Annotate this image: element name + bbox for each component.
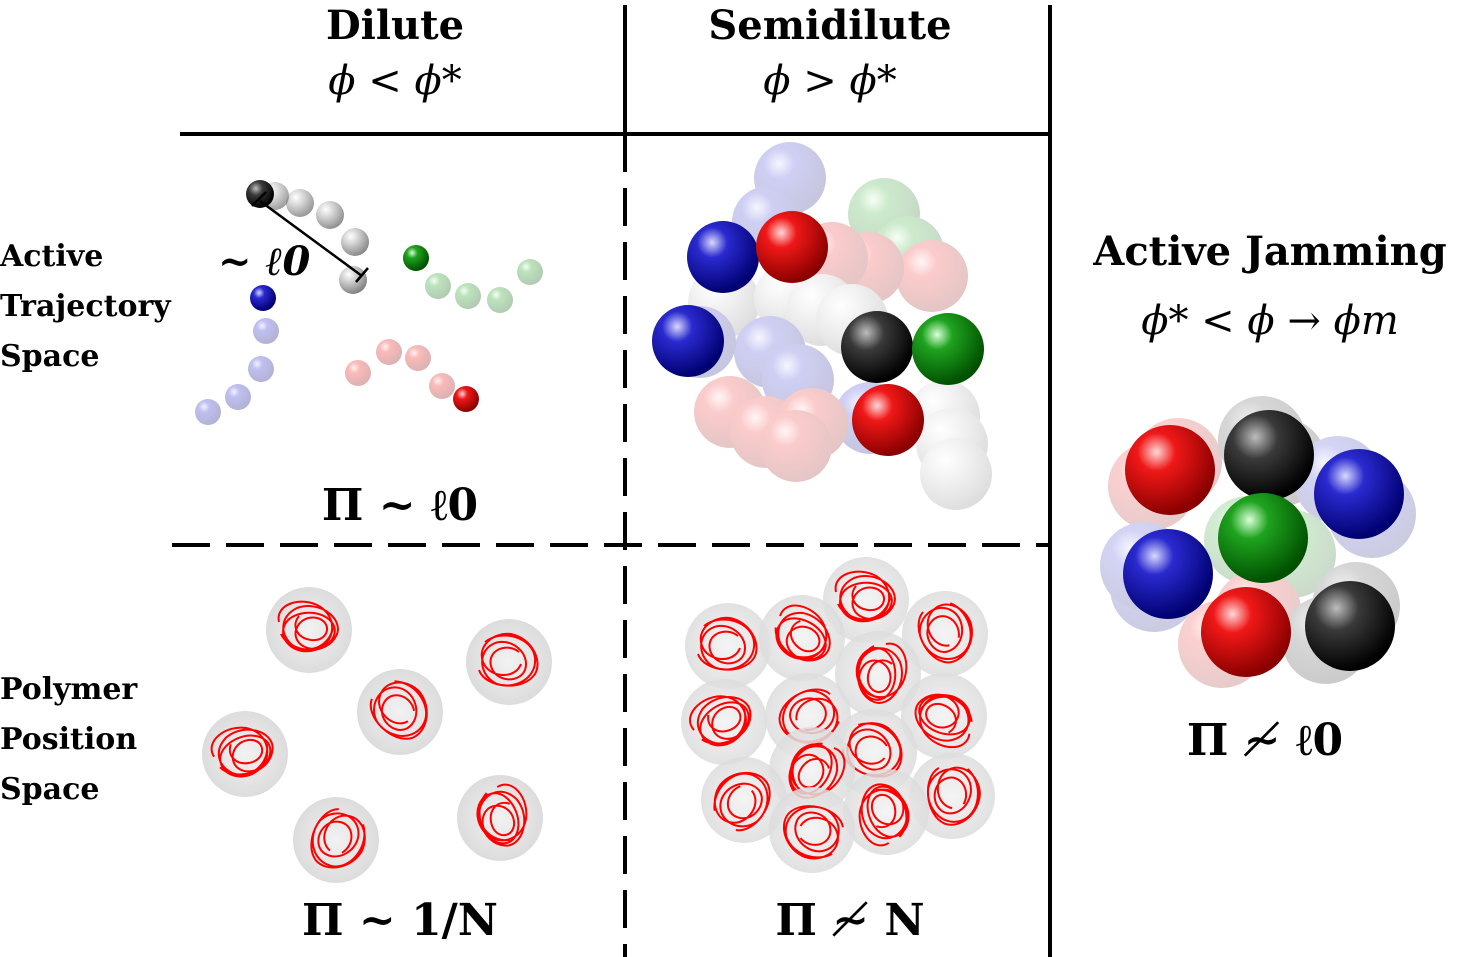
dilute-title: Dilute — [325, 2, 465, 49]
green-sphere — [912, 313, 984, 385]
semidilute-title: Semidilute — [708, 2, 952, 49]
row-label-polymer-line: Position — [0, 722, 138, 757]
red-particle — [453, 386, 479, 412]
green-sphere — [1218, 493, 1308, 583]
gray-trajectory — [246, 180, 369, 294]
black-sphere — [841, 311, 913, 383]
blue-particle — [250, 285, 276, 311]
semidilute-polymer-coils — [681, 557, 995, 873]
dilute-active-trajectories — [195, 180, 543, 425]
blue-sphere — [1123, 529, 1213, 619]
pi-dilute-active: Π ~ ℓ0 — [321, 480, 479, 531]
run-length-label: ~ ℓ0 — [218, 238, 311, 285]
row-label-polymer-line: Polymer — [0, 672, 138, 707]
dilute-condition: ϕ < ϕ* — [328, 58, 462, 104]
pi-dilute-polymer: Π ~ 1/N — [302, 895, 498, 946]
red-sphere — [852, 384, 924, 456]
semidilute-active-cluster — [652, 142, 992, 510]
pi-jamming: Π ≁ ℓ0 — [1186, 715, 1344, 766]
pi-semidilute-polymer: Π ≁ N — [775, 895, 925, 946]
row-label-active: Active Trajectory Space — [0, 232, 171, 382]
row-label-active-line: Active — [0, 239, 104, 274]
blue-sphere — [652, 305, 724, 377]
row-label-polymer: Polymer Position Space — [0, 665, 137, 815]
jamming-condition: ϕ* < ϕ → ϕm — [1141, 298, 1399, 344]
grid-lines — [172, 5, 1052, 957]
dilute-polymer-coils — [202, 587, 552, 883]
black-sphere — [1224, 410, 1314, 500]
green-particle — [403, 245, 429, 271]
run-length-marker — [251, 191, 369, 283]
green-trajectory — [403, 245, 543, 313]
red-sphere — [1125, 425, 1215, 515]
red-sphere — [756, 211, 828, 283]
jamming-title: Active Jamming — [1093, 228, 1447, 275]
row-label-polymer-line: Space — [0, 772, 100, 807]
black-particle — [246, 180, 274, 208]
blue-sphere — [687, 221, 759, 293]
black-sphere — [1305, 581, 1395, 671]
blue-sphere — [1314, 449, 1404, 539]
row-label-active-line: Space — [0, 339, 100, 374]
jamming-cluster — [1100, 396, 1416, 688]
semidilute-condition: ϕ > ϕ* — [763, 58, 897, 104]
red-sphere — [1201, 587, 1291, 677]
red-trajectory — [345, 339, 479, 412]
row-label-active-line: Trajectory — [0, 289, 171, 324]
blue-trajectory — [195, 285, 279, 425]
